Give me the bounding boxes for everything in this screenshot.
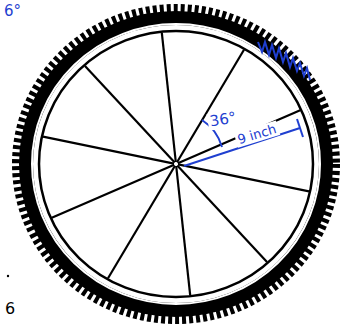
angle-note: 6° <box>2 3 23 20</box>
spoke <box>178 110 300 163</box>
rim <box>39 31 313 297</box>
tire <box>26 18 326 310</box>
dot <box>7 275 9 277</box>
spoke <box>85 66 175 163</box>
spoke <box>162 33 176 162</box>
tire-ring <box>32 24 320 304</box>
spoke <box>108 166 175 279</box>
spoke <box>52 165 174 218</box>
spoke <box>176 166 190 295</box>
dimension-label: 9 inch <box>234 121 280 148</box>
tire-tread <box>16 8 336 320</box>
spoke <box>177 50 244 163</box>
spokes <box>43 33 309 296</box>
spoke <box>177 166 267 263</box>
radius-tick <box>297 119 303 137</box>
tread-marking <box>258 42 310 80</box>
note-number: 6 <box>3 300 17 318</box>
angle-label: 36° <box>207 109 240 131</box>
